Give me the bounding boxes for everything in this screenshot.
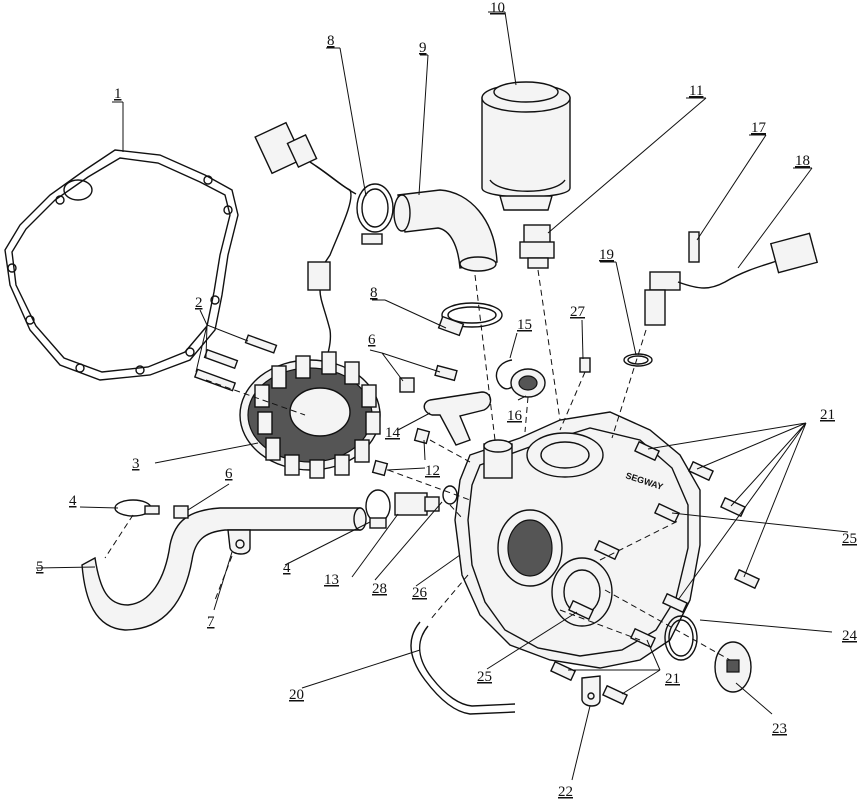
- callout-18: 18: [795, 153, 810, 169]
- dowel-pins-pair: [371, 427, 431, 477]
- callout-23: 23: [772, 721, 787, 737]
- callout-4-left: 4: [69, 493, 77, 509]
- callout-8-upper: 8: [327, 33, 335, 49]
- callout-21-bottom: 21: [665, 671, 680, 687]
- callout-5: 5: [36, 559, 44, 575]
- dowel-pin: [579, 357, 591, 373]
- callout-16: 16: [507, 408, 523, 424]
- bearing: [510, 368, 546, 398]
- cover-cap: [714, 641, 752, 693]
- pipe-bracket: [227, 529, 251, 555]
- speed-sensor: [644, 231, 819, 326]
- pipe-clamp-right: [365, 489, 391, 529]
- oil-filter: [481, 81, 571, 211]
- bracket: [423, 391, 492, 446]
- callout-14: 14: [385, 425, 401, 441]
- callout-25-right: 25: [842, 531, 857, 547]
- callout-1: 1: [114, 86, 122, 102]
- callout-15: 15: [517, 317, 532, 333]
- callout-25-bottom: 25: [477, 669, 492, 685]
- pipe-bolt: [173, 505, 189, 519]
- cover-bolts: [549, 440, 761, 706]
- leader-lines: [35, 11, 849, 781]
- gasket: [4, 149, 239, 381]
- o-ring-small: [623, 353, 653, 367]
- callout-22: 22: [558, 784, 573, 800]
- stator-bolts: [193, 334, 278, 392]
- callout-6-lower: 6: [225, 466, 233, 482]
- callout-26: 26: [412, 585, 428, 601]
- callout-2: 2: [195, 295, 203, 311]
- callout-7: 7: [207, 614, 215, 630]
- callout-12: 12: [425, 463, 440, 479]
- breather-tube: [410, 621, 516, 715]
- callout-17: 17: [751, 120, 767, 136]
- callout-4-right: 4: [283, 560, 291, 576]
- pipe-clamp-left: [114, 499, 160, 517]
- callout-9: 9: [419, 40, 427, 56]
- hose-clamp-middle: [437, 302, 503, 337]
- side-cover-housing: SEGWAY: [454, 411, 701, 669]
- small-bracket: [581, 675, 601, 707]
- callout-6-upper: 6: [368, 332, 376, 348]
- stator: [239, 351, 381, 479]
- union-fitting: [394, 492, 440, 516]
- callout-28: 28: [372, 581, 387, 597]
- plug-bolts: [567, 502, 681, 621]
- callout-11: 11: [689, 83, 703, 99]
- stator-connector: [254, 121, 357, 411]
- callout-27: 27: [570, 304, 586, 320]
- callout-20: 20: [289, 687, 304, 703]
- filter-fitting: [519, 224, 555, 269]
- coolant-pipe: [81, 507, 367, 631]
- callout-19: 19: [599, 247, 614, 263]
- coolant-hose-elbow: [393, 189, 498, 272]
- callout-8-lower: 8: [370, 285, 378, 301]
- callout-21-right: 21: [820, 407, 835, 423]
- callout-10: 10: [490, 0, 505, 16]
- callout-13: 13: [324, 572, 339, 588]
- o-ring-large: [664, 615, 698, 661]
- callout-3: 3: [132, 456, 140, 472]
- callout-24: 24: [842, 628, 858, 644]
- callout-labels: 1 2 3 4 4 5 6 6 7 8 8 9 10 11 12 13 14 1…: [36, 0, 858, 800]
- bracket-bolts: [399, 364, 458, 393]
- hose-clamp-upper: [356, 183, 394, 245]
